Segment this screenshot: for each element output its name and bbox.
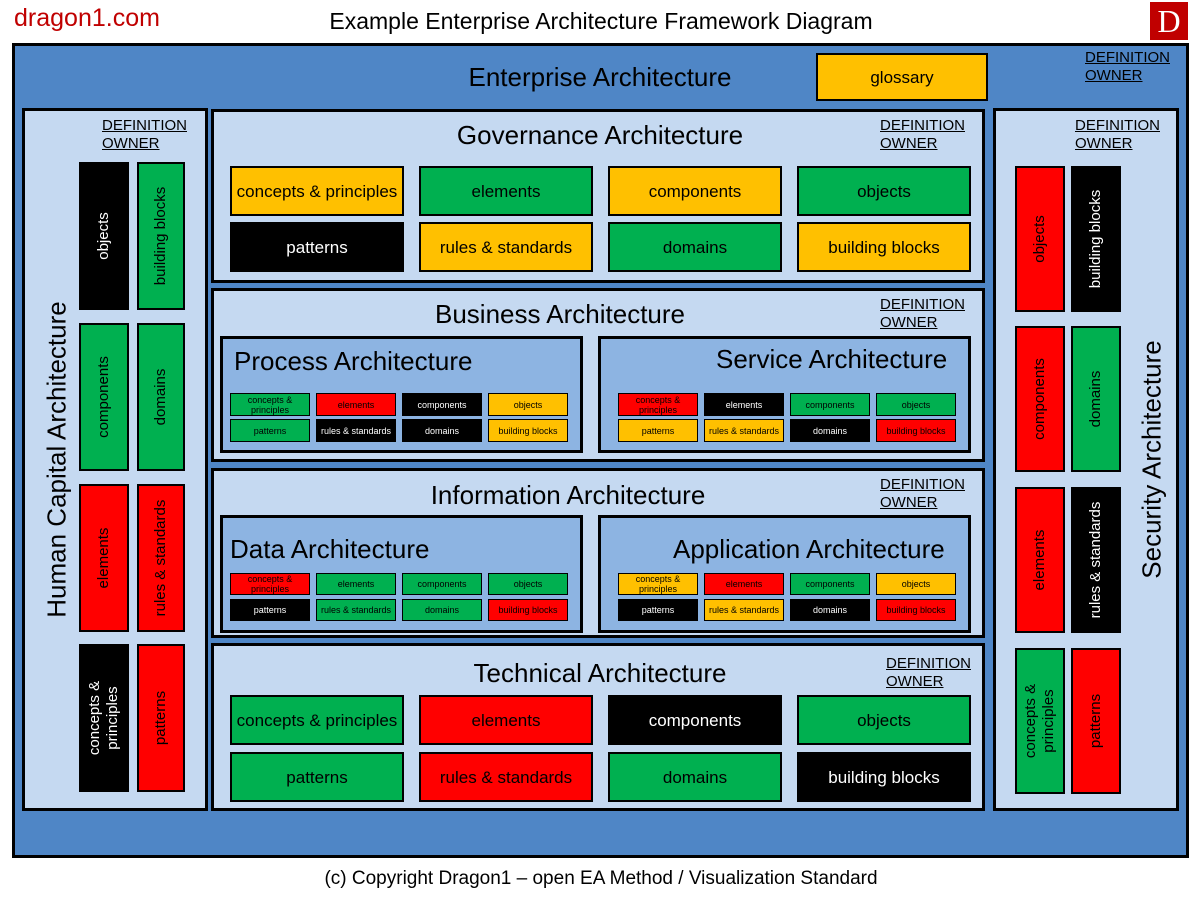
sec-tile-rules-standards[interactable]: rules & standards — [1071, 487, 1121, 633]
proc-tile-rules-standards[interactable]: rules & standards — [316, 419, 396, 442]
tech-tile-domains[interactable]: domains — [608, 752, 782, 802]
information-architecture-title: Information Architecture — [430, 480, 706, 510]
data-tile-elements[interactable]: elements — [316, 573, 396, 595]
glossary-button[interactable]: glossary — [816, 53, 988, 101]
hc-tile-elements[interactable]: elements — [79, 484, 129, 632]
governance-architecture-title: Governance Architecture — [456, 120, 744, 150]
app-tile-elements[interactable]: elements — [704, 573, 784, 595]
data-architecture-title: Data Architecture — [230, 534, 430, 564]
copyright-footer: (c) Copyright Dragon1 – open EA Method /… — [324, 868, 878, 889]
tech-tile-objects[interactable]: objects — [797, 695, 971, 745]
data-tile-building-blocks[interactable]: building blocks — [488, 599, 568, 621]
tech-tile-elements[interactable]: elements — [419, 695, 593, 745]
gov-tile-objects[interactable]: objects — [797, 166, 971, 216]
service-architecture-title: Service Architecture — [716, 344, 948, 374]
app-tile-objects[interactable]: objects — [876, 573, 956, 595]
proc-tile-patterns[interactable]: patterns — [230, 419, 310, 442]
gov-tile-patterns[interactable]: patterns — [230, 222, 404, 272]
dragon1-logo-icon: D — [1150, 2, 1188, 40]
app-tile-patterns[interactable]: patterns — [618, 599, 698, 621]
svc-tile-building-blocks[interactable]: building blocks — [876, 419, 956, 442]
hc-tile-concepts-principles[interactable]: concepts & principles — [79, 644, 129, 792]
app-tile-components[interactable]: components — [790, 573, 870, 595]
tech-tile-concepts-principles[interactable]: concepts & principles — [230, 695, 404, 745]
proc-tile-building-blocks[interactable]: building blocks — [488, 419, 568, 442]
enterprise-architecture-title: Enterprise Architecture — [468, 62, 732, 92]
hc-tile-building-blocks[interactable]: building blocks — [137, 162, 185, 310]
svc-tile-elements[interactable]: elements — [704, 393, 784, 416]
proc-tile-domains[interactable]: domains — [402, 419, 482, 442]
business-architecture-title: Business Architecture — [434, 299, 685, 329]
proc-tile-components[interactable]: components — [402, 393, 482, 416]
data-tile-concepts-principles[interactable]: concepts & principles — [230, 573, 310, 595]
tech-tile-patterns[interactable]: patterns — [230, 752, 404, 802]
svc-tile-patterns[interactable]: patterns — [618, 419, 698, 442]
app-tile-concepts-principles[interactable]: concepts & principles — [618, 573, 698, 595]
sec-tile-concepts-principles[interactable]: concepts & principles — [1015, 648, 1065, 794]
svc-tile-objects[interactable]: objects — [876, 393, 956, 416]
application-architecture-title: Application Architecture — [673, 534, 945, 564]
sec-tile-building-blocks[interactable]: building blocks — [1071, 166, 1121, 312]
app-tile-building-blocks[interactable]: building blocks — [876, 599, 956, 621]
svc-tile-rules-standards[interactable]: rules & standards — [704, 419, 784, 442]
data-tile-components[interactable]: components — [402, 573, 482, 595]
svc-tile-concepts-principles[interactable]: concepts & principles — [618, 393, 698, 416]
sec-tile-objects[interactable]: objects — [1015, 166, 1065, 312]
process-architecture-title: Process Architecture — [234, 346, 473, 376]
gov-tile-concepts-principles[interactable]: concepts & principles — [230, 166, 404, 216]
app-tile-rules-standards[interactable]: rules & standards — [704, 599, 784, 621]
proc-tile-objects[interactable]: objects — [488, 393, 568, 416]
proc-tile-elements[interactable]: elements — [316, 393, 396, 416]
svc-tile-domains[interactable]: domains — [790, 419, 870, 442]
hc-tile-rules-standards[interactable]: rules & standards — [137, 484, 185, 632]
data-tile-rules-standards[interactable]: rules & standards — [316, 599, 396, 621]
security-architecture-title: Security Architecture — [1136, 340, 1167, 579]
svc-tile-components[interactable]: components — [790, 393, 870, 416]
tech-tile-building-blocks[interactable]: building blocks — [797, 752, 971, 802]
hc-tile-domains[interactable]: domains — [137, 323, 185, 471]
brand-name: dragon1.com — [14, 4, 160, 32]
gov-tile-rules-standards[interactable]: rules & standards — [419, 222, 593, 272]
technical-architecture-title: Technical Architecture — [473, 658, 727, 688]
data-tile-domains[interactable]: domains — [402, 599, 482, 621]
human-capital-architecture-title: Human Capital Architecture — [41, 301, 72, 618]
hc-tile-components[interactable]: components — [79, 323, 129, 471]
gov-tile-building-blocks[interactable]: building blocks — [797, 222, 971, 272]
sec-tile-domains[interactable]: domains — [1071, 326, 1121, 472]
data-tile-objects[interactable]: objects — [488, 573, 568, 595]
sec-tile-elements[interactable]: elements — [1015, 487, 1065, 633]
app-tile-domains[interactable]: domains — [790, 599, 870, 621]
sec-tile-patterns[interactable]: patterns — [1071, 648, 1121, 794]
gov-tile-domains[interactable]: domains — [608, 222, 782, 272]
gov-tile-components[interactable]: components — [608, 166, 782, 216]
gov-tile-elements[interactable]: elements — [419, 166, 593, 216]
hc-tile-objects[interactable]: objects — [79, 162, 129, 310]
hc-tile-patterns[interactable]: patterns — [137, 644, 185, 792]
diagram-title: Example Enterprise Architecture Framewor… — [329, 8, 873, 34]
sec-tile-components[interactable]: components — [1015, 326, 1065, 472]
tech-tile-rules-standards[interactable]: rules & standards — [419, 752, 593, 802]
proc-tile-concepts-principles[interactable]: concepts & principles — [230, 393, 310, 416]
data-tile-patterns[interactable]: patterns — [230, 599, 310, 621]
tech-tile-components[interactable]: components — [608, 695, 782, 745]
